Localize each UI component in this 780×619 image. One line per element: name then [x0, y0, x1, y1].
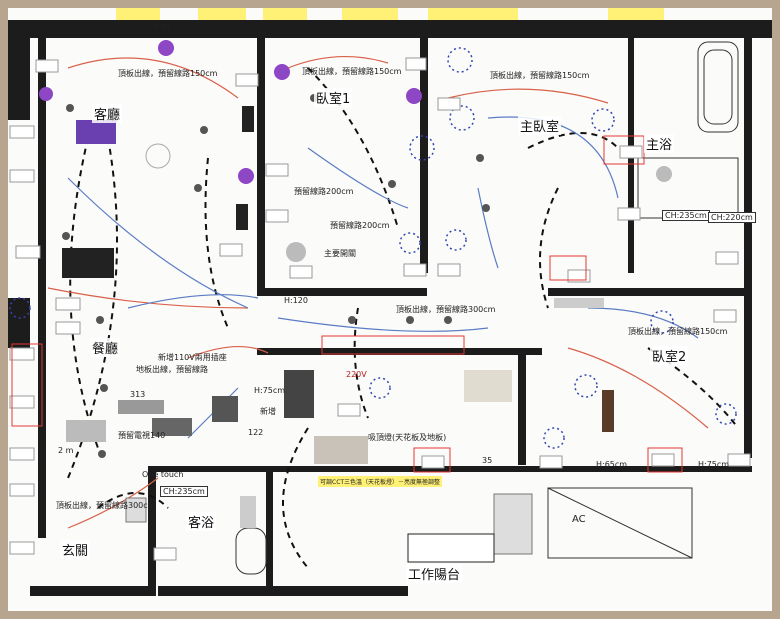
- purple-lamps: [39, 40, 422, 184]
- note-ceiling-master: 頂板出線，預留線路150cm: [490, 71, 590, 80]
- note-ch-235-master: CH:235cm: [662, 210, 710, 221]
- note-ceiling-bed1: 頂板出線，預留線路150cm: [302, 67, 402, 76]
- dashed-lines: [67, 67, 739, 569]
- note-tv-reserve: 預留電視140: [118, 431, 166, 440]
- dotted-circles: [9, 47, 737, 449]
- note-reserve-200b: 預留線路200cm: [330, 221, 390, 230]
- room-label-work-balcony: 工作陽台: [406, 564, 463, 583]
- note-h-120: H:120: [284, 296, 308, 305]
- note-35: 35: [482, 456, 493, 465]
- note-ch-220: CH:220cm: [708, 212, 756, 223]
- note-h-75: H:75cm: [698, 460, 730, 469]
- wiring-blue: [67, 116, 699, 439]
- note-light-cct: 可調CCT三色溫（天花板燈）－亮度無極調整: [318, 476, 443, 487]
- note-220v: 220V: [346, 370, 367, 379]
- note-main-switch: 主要開關: [324, 249, 356, 258]
- highlight-boxes: [11, 135, 683, 473]
- room-label-dining: 餐廳: [90, 338, 121, 357]
- note-ch-235-guest: CH:235cm: [160, 486, 208, 497]
- note-new: 新增: [260, 407, 276, 416]
- note-ceiling-light: 吸頂燈(天花板及地板): [368, 433, 447, 442]
- note-110v-dining: 新增110V兩用插座: [158, 353, 227, 362]
- outlets: [9, 57, 751, 561]
- walls: [8, 20, 772, 596]
- appliances: [62, 106, 672, 563]
- room-label-bedroom1: 臥室1: [314, 88, 353, 107]
- note-4m-top: 4 m: [154, 22, 170, 31]
- floor-plan: 客廳 臥室1 主臥室 主浴 餐廳 臥室2 客浴 玄關 工作陽台 頂板出線，預留線…: [8, 8, 772, 611]
- plan-drawing: [8, 8, 772, 596]
- note-2m: 2 m: [58, 446, 74, 455]
- note-reserve-200: 預留線路200cm: [294, 187, 354, 196]
- note-ac: AC: [572, 514, 586, 525]
- note-ground-outlet: 地板出線，預留線路: [136, 365, 208, 374]
- note-313: 313: [130, 390, 146, 399]
- note-ceiling-bed2: 頂板出線，預留線路150cm: [628, 327, 728, 336]
- room-label-bedroom2: 臥室2: [650, 346, 689, 365]
- room-label-master-bedroom: 主臥室: [518, 116, 562, 135]
- room-label-guest-bath: 客浴: [186, 512, 217, 531]
- bath-fixtures: [235, 41, 739, 575]
- room-label-entrance: 玄關: [60, 540, 91, 559]
- note-one-touch: One touch: [142, 470, 184, 479]
- room-label-master-bath: 主浴: [644, 134, 675, 153]
- room-label-living: 客廳: [92, 104, 123, 123]
- note-122: 122: [248, 428, 264, 437]
- note-h-75-small: H:75cm: [254, 386, 286, 395]
- wiring-red: [47, 55, 709, 529]
- ceiling-lights: [62, 94, 490, 458]
- note-ceiling-living: 頂板出線，預留線路150cm: [118, 69, 218, 78]
- note-ceiling-corridor: 頂板出線，預留線路300cm: [396, 305, 496, 314]
- note-h-65: H:65cm: [596, 460, 628, 469]
- note-ceiling-entrance: 頂板出線，預留線路300cm: [56, 501, 156, 510]
